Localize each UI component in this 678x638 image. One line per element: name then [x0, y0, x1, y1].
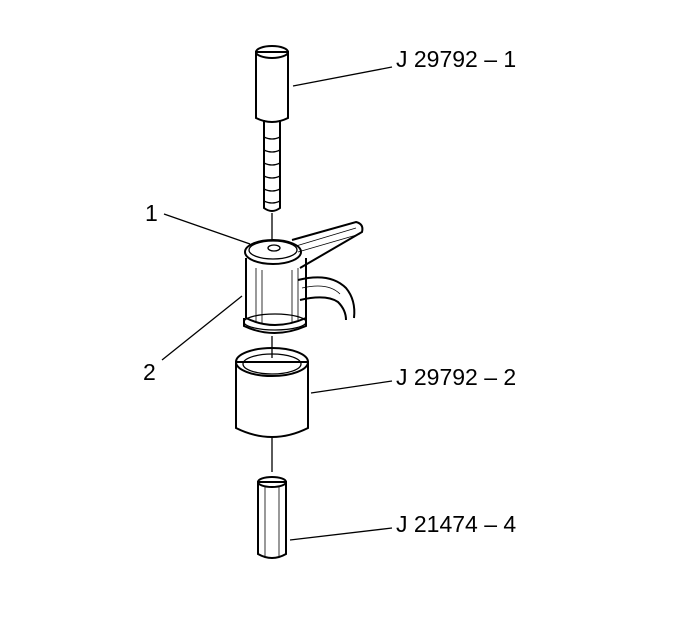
label-part-1: 1: [145, 200, 158, 226]
knuckle-arm-assembly: [243, 220, 364, 334]
tool-pin-j29792-1: [255, 45, 289, 212]
leader-part-1: [163, 213, 251, 245]
label-tool-rod: J 21474 – 4: [396, 511, 516, 537]
leader-tool-cup: [310, 380, 393, 394]
tool-rod-j21474-4: [257, 476, 287, 559]
leader-part-2: [161, 295, 243, 361]
label-part-2: 2: [143, 359, 156, 385]
leader-tool-rod: [289, 527, 393, 541]
leader-tool-pin: [292, 66, 393, 87]
label-tool-cup: J 29792 – 2: [396, 364, 516, 390]
leader-lines: [161, 66, 393, 541]
tool-cup-j29792-2: [235, 347, 309, 438]
label-tool-pin: J 29792 – 1: [396, 46, 516, 72]
